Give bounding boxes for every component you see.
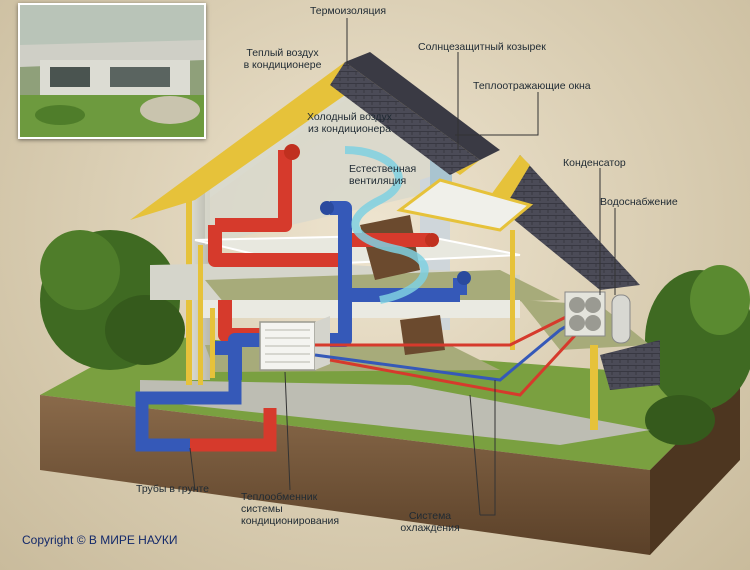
label-condenser: Конденсатор <box>563 157 626 169</box>
label-thermal-insulation: Термоизоляция <box>309 5 387 17</box>
foundation-slab <box>140 380 650 445</box>
cold-pipe-outlet <box>320 201 334 215</box>
cold-pipe-outlet-2 <box>457 271 471 285</box>
warm-pipe-outlet <box>284 144 300 160</box>
label-sun-visor: Солнцезащитный козырек <box>418 41 546 53</box>
house-photo <box>18 3 206 139</box>
water-supply-tank <box>611 294 631 344</box>
sun-visor <box>396 178 534 232</box>
copyright-text: Copyright © В МИРЕ НАУКИ <box>22 533 178 547</box>
ground-pipe-loop <box>135 380 277 452</box>
main-roof <box>130 52 500 220</box>
label-water-supply: Водоснабжение <box>600 196 678 208</box>
tree-left <box>40 230 185 370</box>
tree-right <box>645 265 750 445</box>
frame-posts <box>198 230 515 385</box>
label-ground-pipes: Трубы в грунте <box>136 483 210 495</box>
leader-lines <box>189 18 616 516</box>
natural-ventilation-arrow <box>344 146 429 304</box>
label-heat-reflective-windows: Теплоотражающие окна <box>473 80 591 92</box>
warm-pipe-outlet-2 <box>425 233 439 247</box>
heat-exchanger-unit <box>259 316 330 371</box>
condenser-unit <box>564 291 606 337</box>
